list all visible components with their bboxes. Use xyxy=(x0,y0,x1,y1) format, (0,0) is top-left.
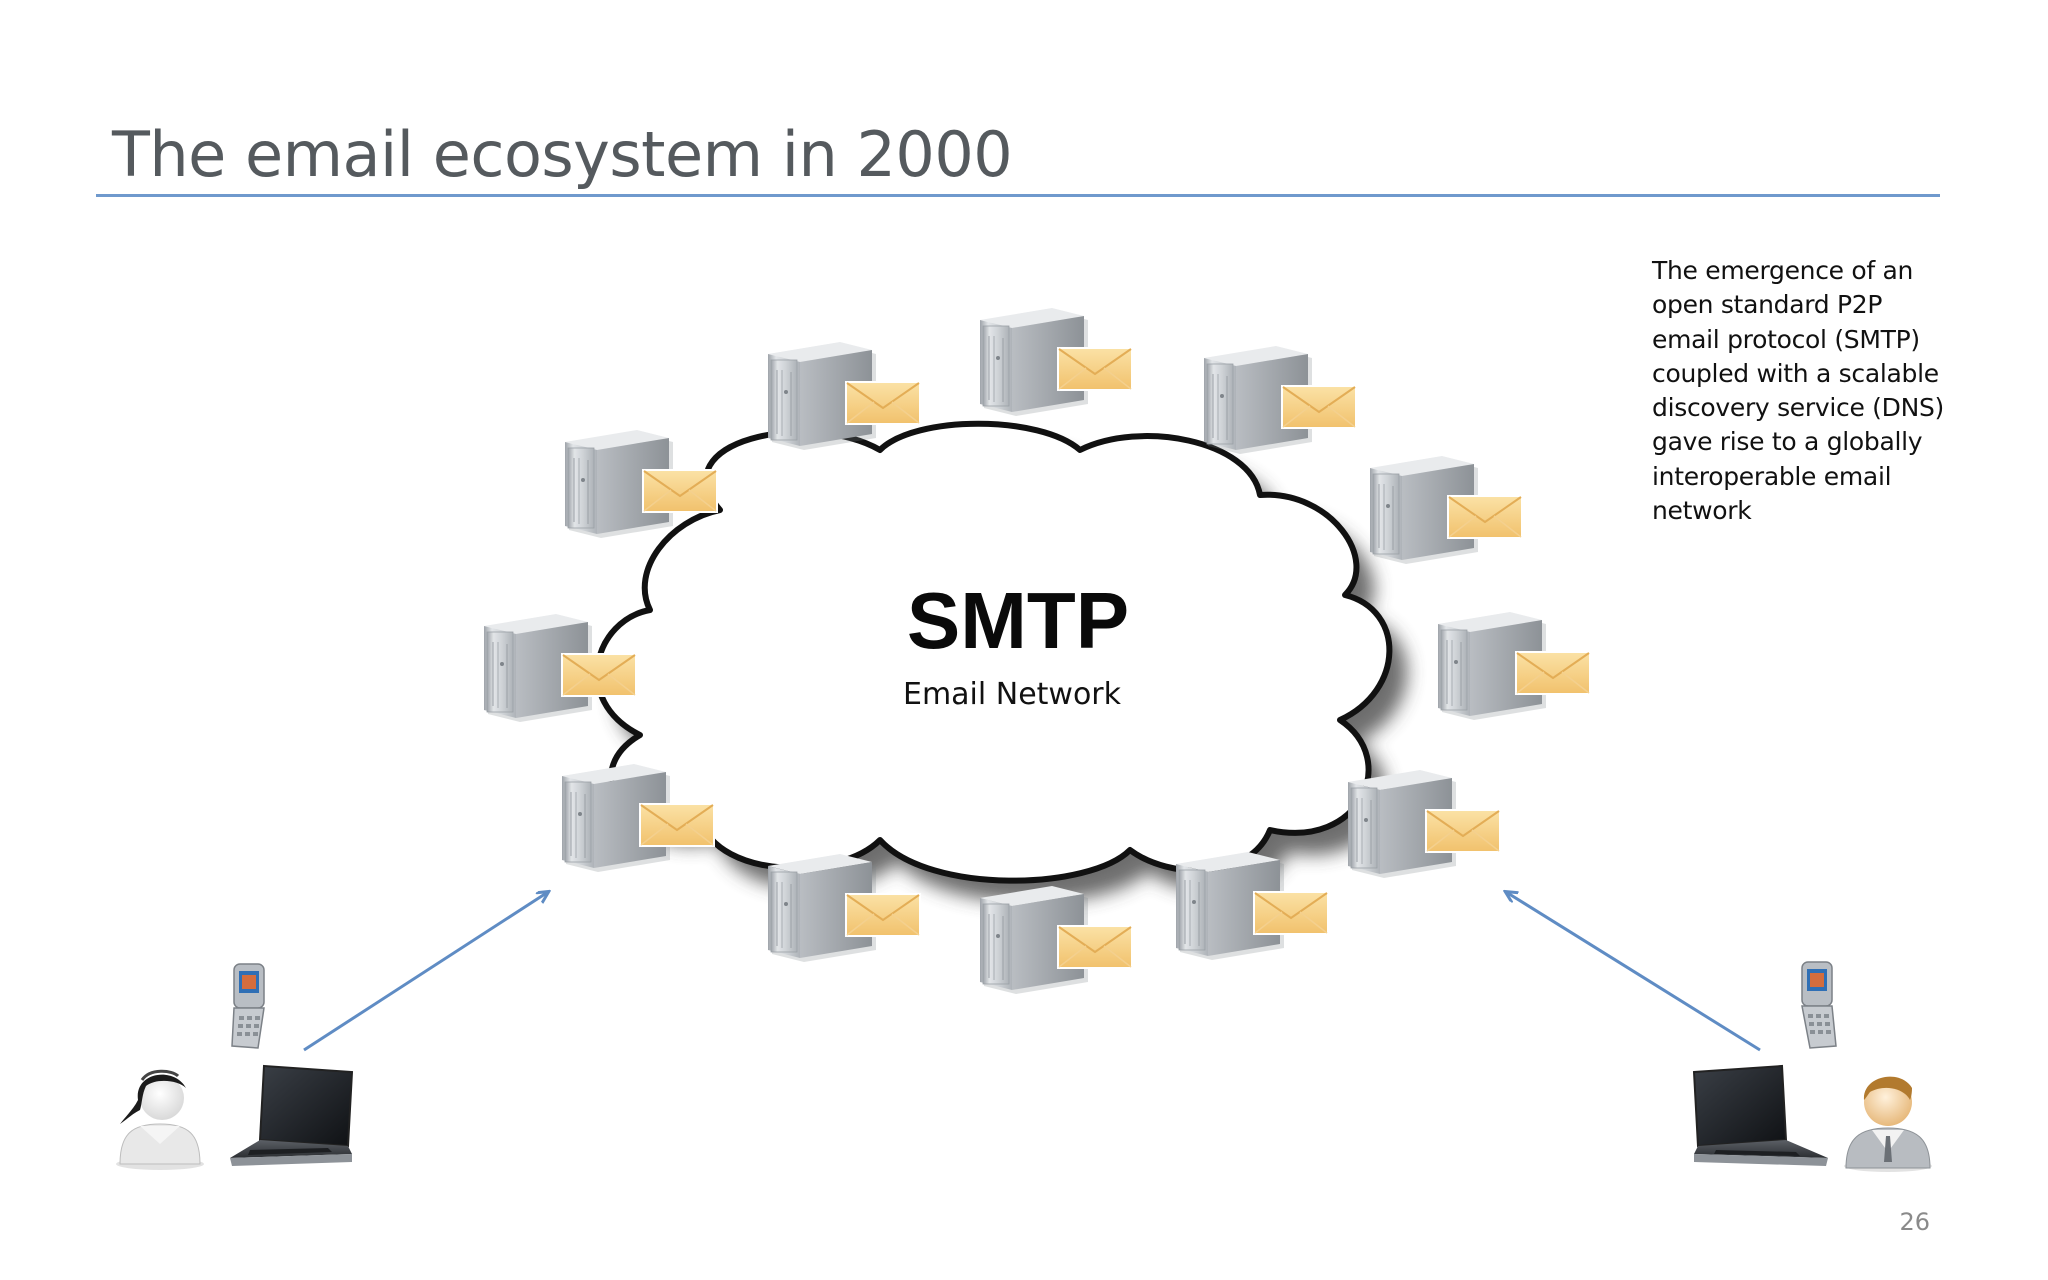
cloud-subtitle: Email Network xyxy=(903,677,1122,712)
caption-line: open standard P2P xyxy=(1652,290,1883,320)
female-user-icon xyxy=(116,1069,204,1170)
mail-server-icon xyxy=(1175,851,1329,961)
caption-text: The emergence of an open standard P2P em… xyxy=(1652,254,1952,528)
mail-server-icon xyxy=(979,307,1133,417)
mail-server-icon xyxy=(1437,611,1591,721)
title-divider xyxy=(96,194,1940,197)
mail-server-icon xyxy=(979,885,1133,995)
caption-line: email protocol (SMTP) xyxy=(1652,324,1920,354)
page-number: 26 xyxy=(1899,1208,1930,1236)
caption-line: gave rise to a globally xyxy=(1652,427,1923,457)
mail-server-icon xyxy=(1369,455,1523,565)
laptop-icon xyxy=(230,1064,354,1166)
mail-server-icon xyxy=(767,341,921,451)
smtp-cloud xyxy=(594,420,1393,884)
mail-server-icon xyxy=(1203,345,1357,455)
mail-server-icon xyxy=(1347,769,1501,879)
caption-line: The emergence of an xyxy=(1652,256,1914,285)
male-user-icon xyxy=(1844,1076,1932,1172)
mail-server-icon xyxy=(767,853,921,963)
caption-line: interoperable email xyxy=(1652,461,1892,491)
caption-line: discovery service (DNS) xyxy=(1652,393,1945,423)
right-arrow xyxy=(1506,892,1761,1052)
flip-phone-icon xyxy=(231,963,265,1049)
laptop-icon xyxy=(1692,1064,1828,1166)
caption-line: coupled with a scalable xyxy=(1652,358,1939,388)
flip-phone-icon xyxy=(1801,961,1837,1049)
slide-title: The email ecosystem in 2000 xyxy=(112,118,1013,191)
cloud-title: SMTP xyxy=(907,576,1129,665)
left-arrow xyxy=(303,892,548,1052)
caption-line: network xyxy=(1652,496,1752,526)
